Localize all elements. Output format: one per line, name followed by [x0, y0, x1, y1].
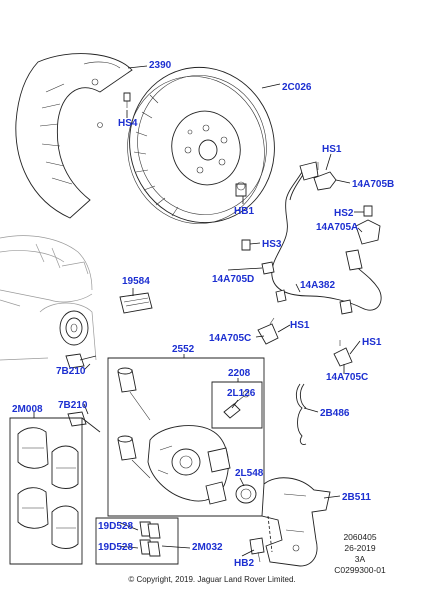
callout-2l126[interactable]: 2L126 [227, 388, 256, 399]
callout-2b511[interactable]: 2B511 [342, 492, 371, 503]
callout-2390[interactable]: 2390 [149, 60, 172, 71]
ref-date: 26-2019 [344, 543, 375, 553]
callout-2c026[interactable]: 2C026 [282, 82, 312, 93]
callout-hs3[interactable]: HS3 [262, 239, 282, 250]
reference-block: 2060405 26-2019 3A C0299300-01 [334, 532, 386, 575]
guide-pins [117, 367, 151, 479]
callout-19584[interactable]: 19584 [122, 276, 150, 287]
anti-rattle-spring [295, 383, 307, 445]
callout-hb1[interactable]: HB1 [234, 206, 254, 217]
abs-sensor-harness [261, 161, 382, 315]
callout-2m008[interactable]: 2M008 [12, 404, 43, 415]
ref-version: 3A [355, 554, 366, 564]
callout-14a705d[interactable]: 14A705D [212, 274, 254, 285]
guide-pin-bushes [65, 353, 101, 433]
callout-labels: 2390 2C026 HS4 HS1 14A705B HB1 HS2 14A70… [12, 60, 394, 569]
callout-14a705c-middle[interactable]: 14A705C [209, 333, 251, 344]
callout-hs1-middle[interactable]: HS1 [290, 320, 310, 331]
callout-14a705b[interactable]: 14A705B [352, 179, 394, 190]
copyright-text: © Copyright, 2019. Jaguar Land Rover Lim… [128, 575, 295, 584]
ref-number: 2060405 [343, 532, 376, 542]
ref-code: C0299300-01 [334, 565, 386, 575]
bleed-nipple-box [211, 381, 263, 429]
callout-7b210-upper[interactable]: 7B210 [56, 366, 86, 377]
vehicle-silhouette [0, 235, 97, 361]
callout-2552[interactable]: 2552 [172, 344, 195, 355]
callout-19d528-lower[interactable]: 19D528 [98, 542, 133, 553]
dust-boot [235, 484, 257, 504]
callout-2l548[interactable]: 2L548 [235, 468, 264, 479]
brake-disc [127, 66, 275, 224]
splash-shield [15, 53, 133, 219]
brake-pads [9, 417, 83, 565]
bolt-hs4 [123, 92, 131, 108]
callout-hs1-upper[interactable]: HS1 [322, 144, 342, 155]
callout-hs2[interactable]: HS2 [334, 208, 354, 219]
callout-7b210-lower[interactable]: 7B210 [58, 400, 88, 411]
leader-lines [33, 65, 364, 557]
harness-clips [241, 162, 381, 367]
callout-14a705c-lower[interactable]: 14A705C [326, 372, 368, 383]
callout-2b486[interactable]: 2B486 [320, 408, 350, 419]
callout-hb2[interactable]: HB2 [234, 558, 254, 569]
callout-14a382[interactable]: 14A382 [300, 280, 335, 291]
callout-2m032[interactable]: 2M032 [192, 542, 223, 553]
callout-14a705a[interactable]: 14A705A [316, 222, 358, 233]
callout-hs4[interactable]: HS4 [118, 118, 138, 129]
caliper-body [147, 425, 231, 505]
bolt-hb1 [235, 181, 247, 197]
callout-hs1-lower[interactable]: HS1 [362, 337, 382, 348]
callout-19d528-upper[interactable]: 19D528 [98, 521, 133, 532]
hardware-kit [95, 517, 179, 565]
grease-packet [119, 292, 153, 314]
caliper-carrier [261, 477, 331, 567]
callout-2208[interactable]: 2208 [228, 368, 251, 379]
